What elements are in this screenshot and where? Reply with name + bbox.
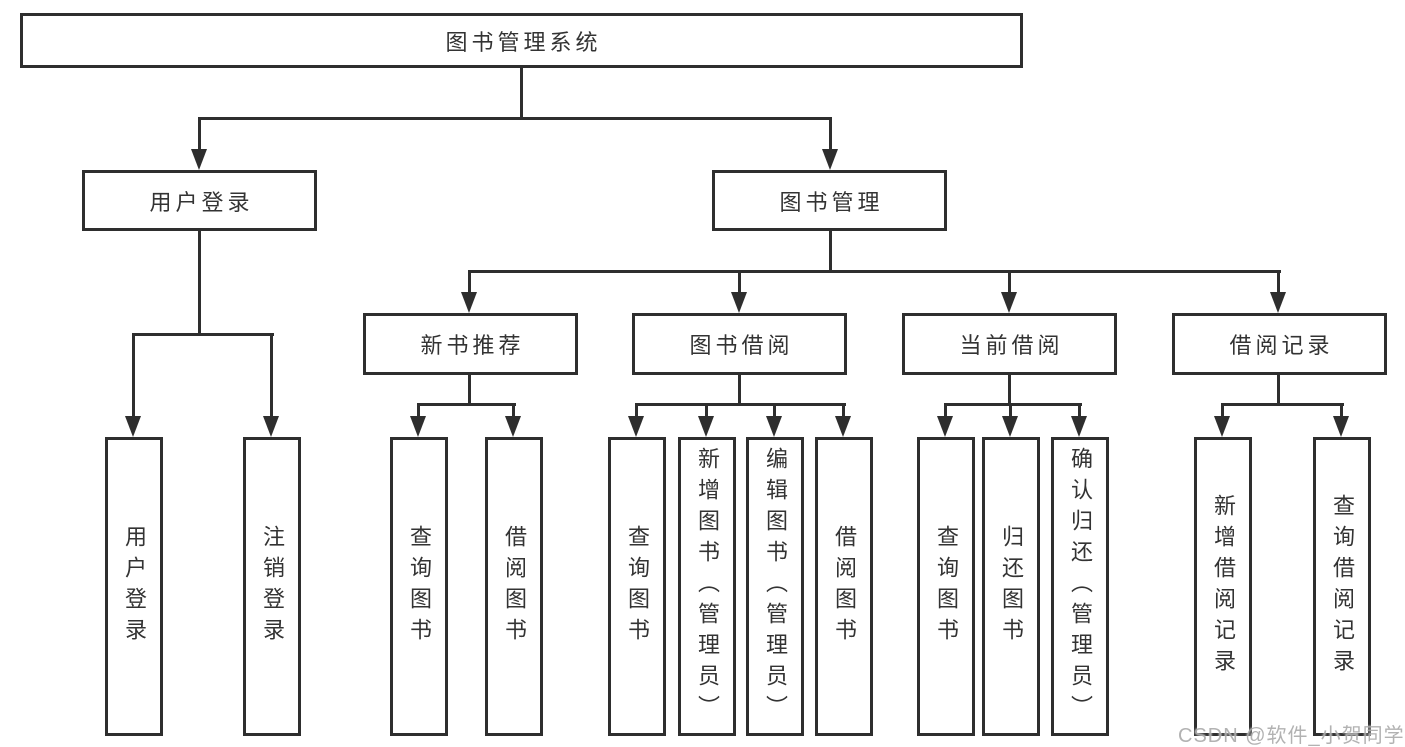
connector-line — [198, 231, 201, 335]
leaf-borrow-books-recommend: 借阅图书 — [485, 437, 543, 736]
csdn-watermark: CSDN @软件_小贺同学 — [1178, 725, 1405, 747]
arrow-down-icon — [937, 403, 954, 437]
node-borrowing-records: 借阅记录 — [1172, 313, 1387, 375]
node-label: 借阅记录 — [1229, 333, 1334, 358]
arrow-down-icon — [263, 333, 280, 437]
node-label: 借阅图书 — [502, 524, 527, 649]
node-new-book-recommendation: 新书推荐 — [363, 313, 578, 375]
node-label: 编辑图书（管理员） — [763, 447, 788, 726]
arrow-down-icon — [835, 403, 852, 437]
arrow-down-icon — [822, 117, 839, 170]
node-label: 新增图书（管理员） — [695, 447, 720, 726]
arrow-down-icon — [191, 117, 208, 170]
node-label: 查询图书 — [625, 524, 650, 649]
node-book-borrowing: 图书借阅 — [632, 313, 847, 375]
node-label: 新书推荐 — [420, 333, 525, 358]
leaf-user-login: 用户登录 — [105, 437, 163, 736]
node-label: 查询借阅记录 — [1330, 493, 1355, 680]
node-label: 归还图书 — [999, 524, 1024, 649]
node-label: 查询图书 — [407, 524, 432, 649]
node-label: 注销登录 — [260, 524, 285, 649]
connector-line — [738, 375, 741, 406]
connector-line — [417, 403, 516, 406]
arrow-down-icon — [1214, 403, 1231, 437]
leaf-borrow-books-borrowing: 借阅图书 — [815, 437, 873, 736]
arrow-down-icon — [410, 403, 427, 437]
node-label: 借阅图书 — [832, 524, 857, 649]
arrow-down-icon — [461, 270, 478, 313]
connector-line — [468, 270, 1281, 273]
arrow-down-icon — [125, 333, 142, 437]
connector-line — [829, 231, 832, 272]
arrow-down-icon — [505, 403, 522, 437]
node-book-management: 图书管理 — [712, 170, 947, 231]
connector-line — [1008, 375, 1011, 406]
node-label: 确认归还（管理员） — [1068, 447, 1093, 726]
arrow-down-icon — [628, 403, 645, 437]
arrow-down-icon — [1333, 403, 1350, 437]
leaf-return-books: 归还图书 — [982, 437, 1040, 736]
node-label: 图书管理系统 — [445, 29, 602, 55]
leaf-add-borrow-record: 新增借阅记录 — [1194, 437, 1252, 736]
leaf-confirm-return-admin: 确认归还（管理员） — [1051, 437, 1109, 736]
connector-line — [468, 375, 471, 406]
node-label: 图书借阅 — [689, 333, 794, 358]
connector-line — [132, 333, 274, 336]
leaf-query-borrow-record: 查询借阅记录 — [1313, 437, 1371, 736]
arrow-down-icon — [1001, 270, 1018, 313]
node-label: 图书管理 — [779, 189, 884, 215]
connector-line — [520, 68, 523, 118]
connector-line — [1221, 403, 1344, 406]
arrow-down-icon — [698, 403, 715, 437]
node-label: 查询图书 — [934, 524, 959, 649]
node-label: 用户登录 — [149, 189, 254, 215]
leaf-query-books-current: 查询图书 — [917, 437, 975, 736]
arrow-down-icon — [1270, 270, 1287, 313]
leaf-edit-book-admin: 编辑图书（管理员） — [746, 437, 804, 736]
connector-line — [1277, 375, 1280, 406]
arrow-down-icon — [1071, 403, 1088, 437]
connector-line — [944, 403, 1082, 406]
node-user-login: 用户登录 — [82, 170, 317, 231]
leaf-logout: 注销登录 — [243, 437, 301, 736]
leaf-add-book-admin: 新增图书（管理员） — [678, 437, 736, 736]
connector-line — [198, 117, 832, 120]
node-label: 用户登录 — [122, 524, 147, 649]
connector-line — [635, 403, 846, 406]
node-label: 新增借阅记录 — [1211, 493, 1236, 680]
leaf-query-books-borrowing: 查询图书 — [608, 437, 666, 736]
arrow-down-icon — [1002, 403, 1019, 437]
node-label: 当前借阅 — [959, 333, 1064, 358]
arrow-down-icon — [731, 270, 748, 313]
node-library-management-system: 图书管理系统 — [20, 13, 1023, 68]
arrow-down-icon — [766, 403, 783, 437]
node-current-borrowing: 当前借阅 — [902, 313, 1117, 375]
leaf-query-books-recommend: 查询图书 — [390, 437, 448, 736]
